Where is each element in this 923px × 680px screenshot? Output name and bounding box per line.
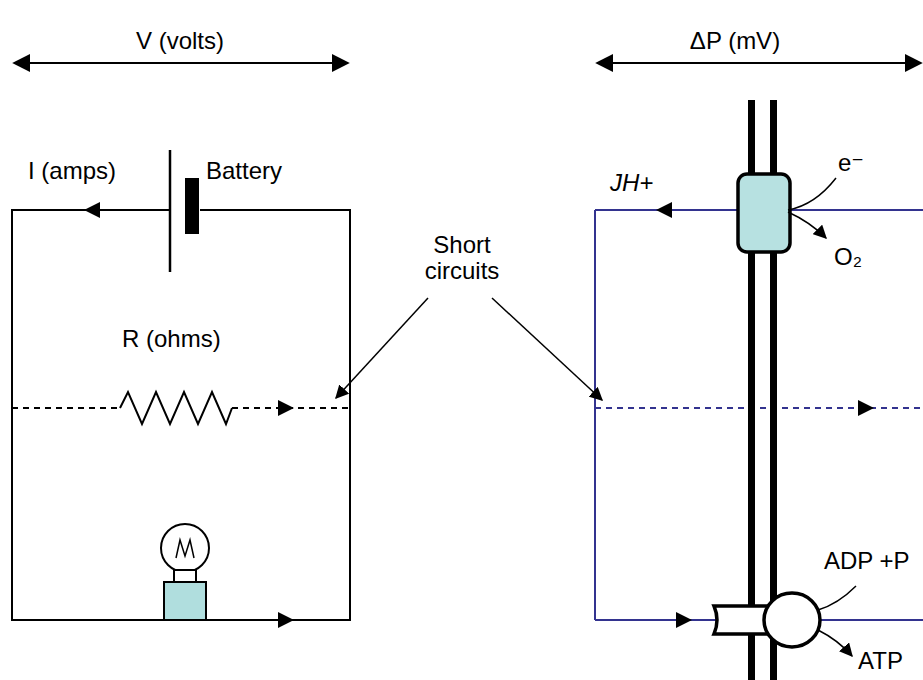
adp-line [818,586,856,610]
product-label: ATP [858,648,903,674]
leader-line [336,298,428,398]
component-label: R (ohms) [122,326,221,352]
oxygen-label: O₂ [834,244,862,270]
light-bulb [161,524,209,620]
current-arrow [84,202,100,218]
current-label: I (amps) [28,158,116,184]
callout-label: Short circuits [397,232,527,285]
atp-arrow [818,630,852,656]
proton-circuit [595,210,923,620]
flux-label: JH+ [610,170,653,196]
potential-span [597,62,921,64]
oxygen-arrow [788,212,826,238]
current-arrow [278,400,294,416]
voltage-span [14,62,348,64]
proton-arrow [676,612,692,628]
proton-arrow [858,400,874,416]
leader-line [492,298,602,400]
substrate-label: ADP +P [824,548,910,574]
axis-label: V (volts) [95,28,265,54]
axis-label: ΔP (mV) [650,28,820,54]
proton-arrow [656,202,672,218]
electron-label: e⁻ [838,150,864,176]
respiratory-complex [738,174,790,252]
electron-line [788,178,836,210]
current-arrow [278,612,294,628]
component-label: Battery [206,158,282,184]
electric-circuit [12,150,350,620]
atp-synthase [714,593,820,647]
